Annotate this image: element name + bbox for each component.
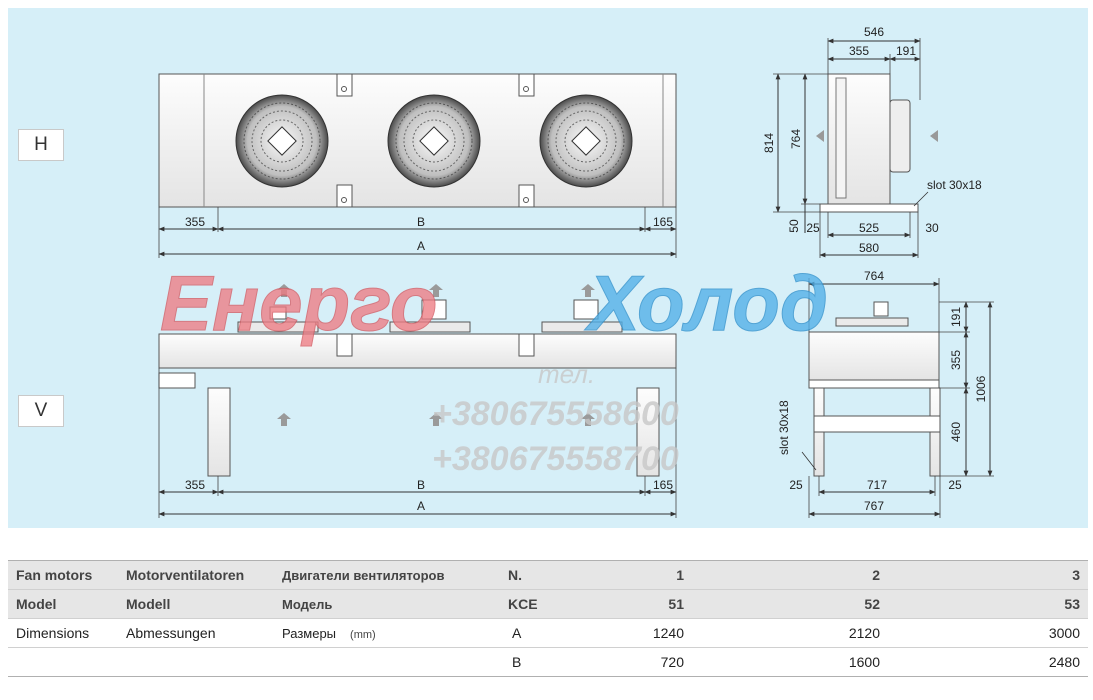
dim-side-h-191: 191 xyxy=(896,44,916,58)
cell-ru xyxy=(274,647,500,677)
cell-en: Dimensions xyxy=(8,618,118,648)
fan-3 xyxy=(539,94,633,188)
table-row-model: Model Modell Модель KCE 51 52 53 xyxy=(8,589,1088,619)
cell-key: N. xyxy=(500,560,580,590)
cell-ru-with-unit: Размеры (mm) xyxy=(274,618,500,648)
fan-2 xyxy=(387,94,481,188)
dim-front-h-left: 355 xyxy=(185,215,205,229)
watermark-brand-right: Холод xyxy=(584,259,828,347)
dim-side-h-25: 25 xyxy=(806,221,820,235)
cell-en xyxy=(8,647,118,677)
cell-value-3: 3000 xyxy=(888,618,1088,648)
table-row-dimensions-b: B 720 1600 2480 xyxy=(8,647,1088,677)
table-row-fan-motors: Fan motors Motorventilatoren Двигатели в… xyxy=(8,560,1088,590)
dim-side-h-50: 50 xyxy=(787,219,801,233)
dim-front-v-b: B xyxy=(417,478,425,492)
dim-side-v-25-right: 25 xyxy=(948,478,962,492)
cell-value-3: 3 xyxy=(888,560,1088,590)
cell-value-1: 1240 xyxy=(580,618,692,648)
technical-drawing: 355 B 165 A 546 355 191 814 764 50 xyxy=(158,25,994,518)
cell-value-2: 2120 xyxy=(692,618,888,648)
cell-value-2: 1600 xyxy=(692,647,888,677)
cell-value-3: 2480 xyxy=(888,647,1088,677)
side-view-horizontal: 546 355 191 814 764 50 25 525 30 580 slo… xyxy=(762,25,982,258)
dim-side-v-717: 717 xyxy=(867,478,887,492)
dim-front-v-a: A xyxy=(417,499,425,513)
cell-value-1: 51 xyxy=(580,589,692,619)
dim-side-v-191: 191 xyxy=(949,307,963,327)
cell-value-1: 720 xyxy=(580,647,692,677)
view-label-h: H xyxy=(18,129,64,161)
cell-ru: Двигатели вентиляторов xyxy=(274,560,500,590)
fan-1 xyxy=(235,94,329,188)
cell-unit: (mm) xyxy=(350,628,376,641)
view-label-v: V xyxy=(18,395,64,427)
watermark-brand-left: Енерго xyxy=(160,259,438,347)
cell-ru: Размеры xyxy=(282,625,337,641)
front-view-vertical: 355 B 165 A xyxy=(158,284,677,518)
dim-front-h-b: B xyxy=(417,215,425,229)
dim-front-v-left: 355 xyxy=(185,478,205,492)
cell-value-2: 2 xyxy=(692,560,888,590)
dim-front-h-a: A xyxy=(417,239,425,253)
dim-side-h-546: 546 xyxy=(864,25,884,39)
cell-de: Abmessungen xyxy=(118,618,274,648)
dim-side-h-30: 30 xyxy=(925,221,939,235)
cell-key: KCE xyxy=(500,589,580,619)
dim-side-v-460: 460 xyxy=(949,422,963,442)
cell-en: Fan motors xyxy=(8,560,118,590)
watermark-phone-1: +380675558600 xyxy=(432,395,679,433)
dim-side-h-525: 525 xyxy=(859,221,879,235)
slot-label-v: slot 30x18 xyxy=(777,400,791,455)
dim-side-h-355: 355 xyxy=(849,44,869,58)
dim-side-h-814: 814 xyxy=(762,133,776,153)
technical-drawing-panel: 355 B 165 A 546 355 191 814 764 50 xyxy=(8,8,1088,528)
cell-value-1: 1 xyxy=(580,560,692,590)
watermark: Енерго Холод тел. +380675558600 +3806755… xyxy=(160,259,829,479)
table-row-dimensions-a: Dimensions Abmessungen Размеры (mm) A 124… xyxy=(8,618,1088,648)
cell-value-2: 52 xyxy=(692,589,888,619)
dim-side-v-355: 355 xyxy=(949,350,963,370)
dim-front-h-right: 165 xyxy=(653,215,673,229)
cell-de: Motorventilatoren xyxy=(118,560,274,590)
dim-side-h-764: 764 xyxy=(789,129,803,149)
cell-ru: Модель xyxy=(274,589,500,619)
cell-de: Modell xyxy=(118,589,274,619)
cell-en: Model xyxy=(8,589,118,619)
cell-key: A xyxy=(500,618,580,648)
watermark-tel: тел. xyxy=(538,359,595,389)
dim-front-v-right: 165 xyxy=(653,478,673,492)
cell-de xyxy=(118,647,274,677)
cell-key: B xyxy=(500,647,580,677)
slot-label-h: slot 30x18 xyxy=(927,178,982,192)
cell-value-3: 53 xyxy=(888,589,1088,619)
specification-table: Fan motors Motorventilatoren Двигатели в… xyxy=(8,560,1088,677)
dim-side-v-25-left: 25 xyxy=(789,478,803,492)
side-view-vertical: 764 191 355 460 1006 slot 30x18 25 717 2… xyxy=(777,269,994,518)
dim-side-v-767: 767 xyxy=(864,499,884,513)
watermark-phone-2: +380675558700 xyxy=(432,440,679,478)
dim-side-v-764: 764 xyxy=(864,269,884,283)
front-view-horizontal: 355 B 165 A xyxy=(158,73,677,258)
dim-side-v-1006: 1006 xyxy=(974,375,988,402)
dim-side-h-580: 580 xyxy=(859,241,879,255)
